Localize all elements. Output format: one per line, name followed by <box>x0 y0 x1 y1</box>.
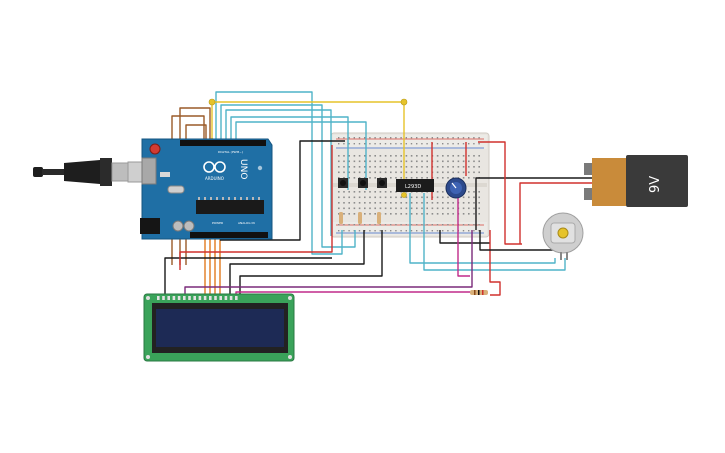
usb-cable-icon <box>33 158 149 186</box>
pushbutton-icon[interactable] <box>377 178 387 188</box>
wire-red <box>519 182 592 244</box>
wire-red <box>489 230 501 296</box>
lcd-16x2-display[interactable] <box>143 293 295 362</box>
wire-black <box>164 257 332 296</box>
battery-label: 9V <box>648 176 663 193</box>
wire-black <box>439 230 490 244</box>
wire-cyan <box>423 193 566 271</box>
dc-motor-icon[interactable] <box>542 212 584 260</box>
wire-cyan <box>235 121 367 190</box>
motor-driver-chip[interactable]: L293D <box>396 179 434 192</box>
board-logo-label: UNO <box>238 159 248 179</box>
chip-label: L293D <box>405 184 421 190</box>
wire-red <box>478 141 522 245</box>
junction-dot-icon <box>208 98 408 198</box>
arduino-logo-icon <box>203 161 226 173</box>
wire-black <box>229 230 365 296</box>
board-digital-label: DIGITAL (PWM~) <box>218 150 243 154</box>
board-power-label: POWER <box>212 221 223 225</box>
board-analog-label: ANALOG IN <box>238 221 255 225</box>
wire-cyan <box>230 116 349 190</box>
pushbutton-icon[interactable] <box>338 178 348 188</box>
wire-purple <box>184 230 473 296</box>
wire-cyan <box>220 104 356 248</box>
wire-black <box>220 140 345 241</box>
wire-yellow <box>211 101 405 190</box>
wire-magenta <box>457 193 470 277</box>
resistor-icon <box>470 290 488 295</box>
wire-cyan <box>215 91 343 255</box>
lcd-pin-header <box>157 296 238 300</box>
wire-cyan <box>225 109 332 236</box>
arduino-uno-board[interactable]: ARDUINO UNO DIGITAL (PWM~) POWER ANALOG … <box>140 138 273 240</box>
board-brand-label: ARDUINO <box>205 176 224 181</box>
potentiometer-icon[interactable] <box>445 177 467 199</box>
wire-black <box>475 177 612 230</box>
resistor-icon <box>339 212 381 224</box>
wire-red <box>179 145 333 270</box>
wire-black <box>239 230 383 296</box>
pushbutton-icon[interactable] <box>358 178 368 188</box>
battery-9v[interactable]: 9V <box>584 155 688 207</box>
wire-cyan <box>409 193 556 264</box>
